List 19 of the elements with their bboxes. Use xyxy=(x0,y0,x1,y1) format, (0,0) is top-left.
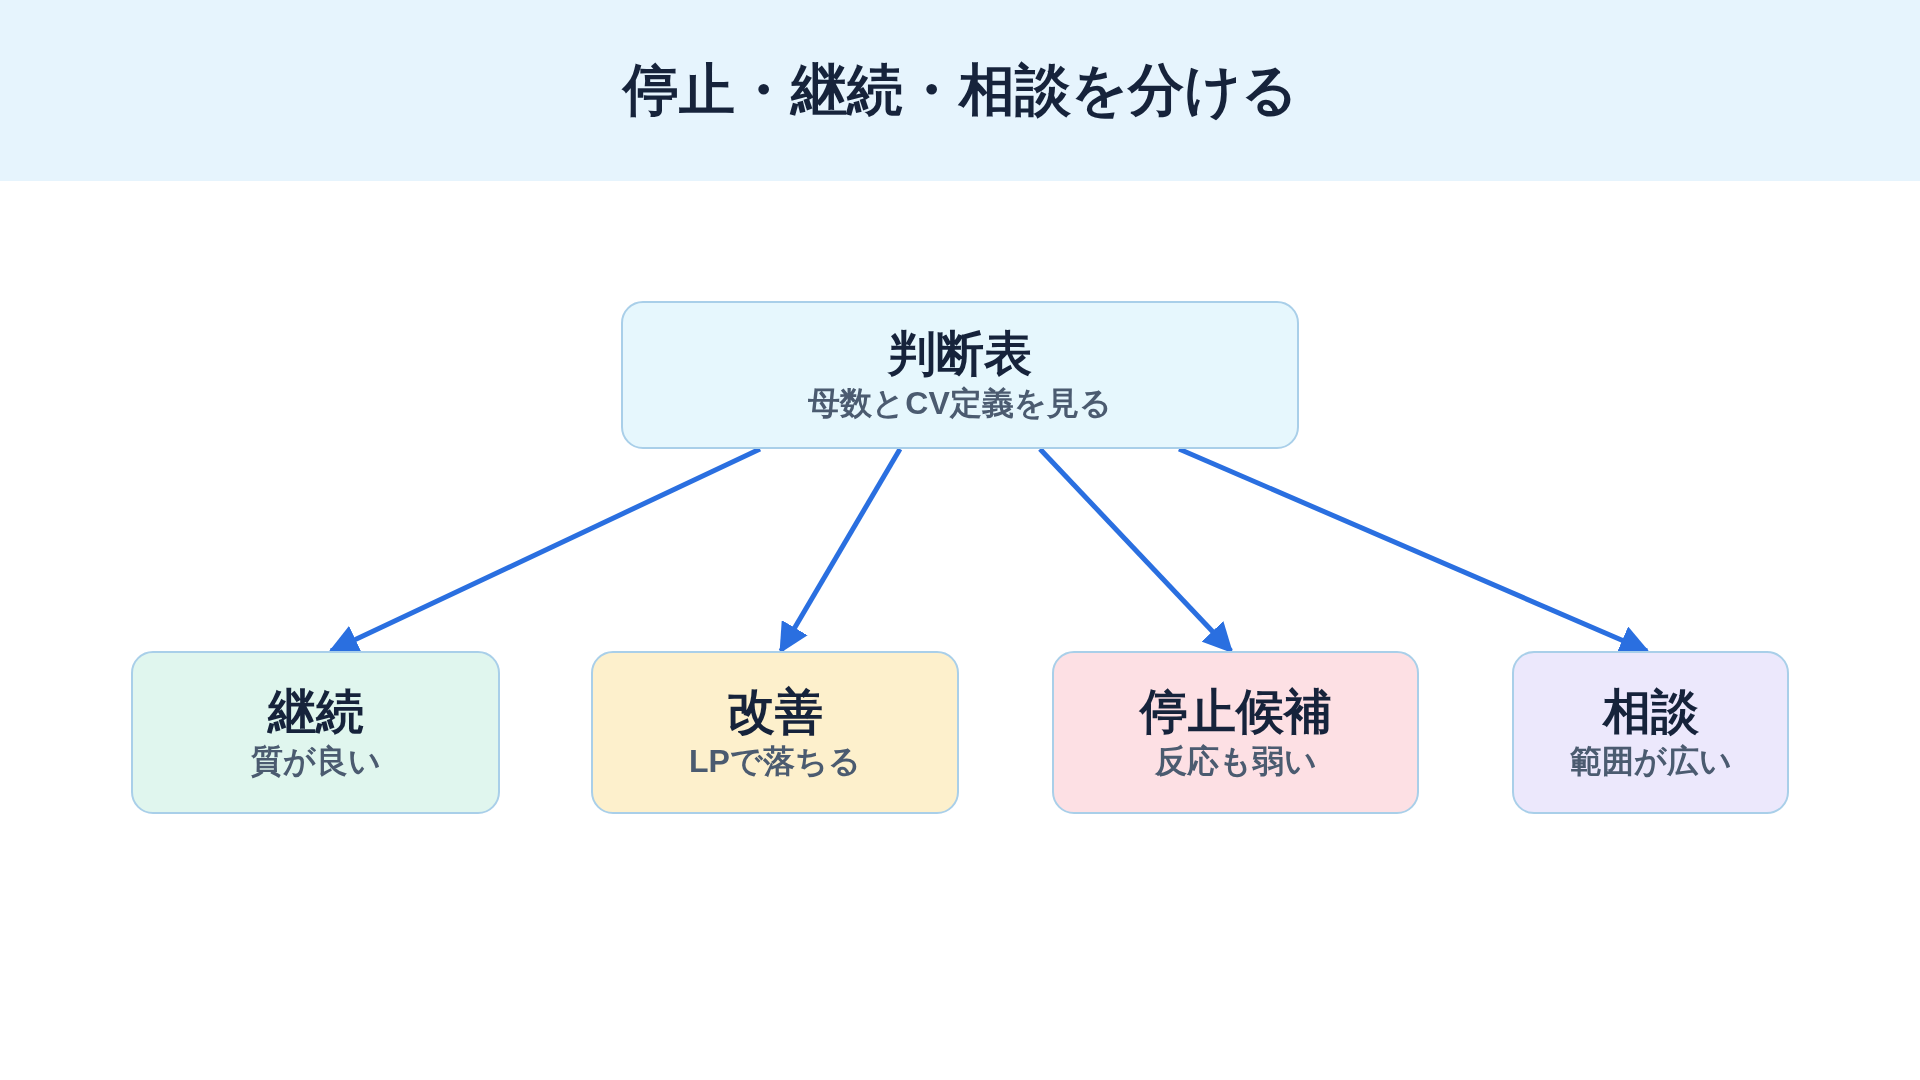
node-box xyxy=(591,651,959,814)
node-title: 相談 xyxy=(1602,683,1699,740)
node-subtitle: LPで落ちる xyxy=(689,741,861,781)
node-title: 判断表 xyxy=(888,326,1032,383)
node-title: 改善 xyxy=(727,683,823,740)
node-box xyxy=(621,301,1299,449)
node-box xyxy=(1052,651,1419,814)
node-title: 継続 xyxy=(267,683,364,740)
node-title: 停止候補 xyxy=(1139,683,1332,740)
arrow xyxy=(778,447,903,654)
node-subtitle: 質が良い xyxy=(250,741,381,781)
node-subtitle: 反応も弱い xyxy=(1154,741,1317,781)
node-box xyxy=(131,651,500,814)
arrow xyxy=(1038,447,1234,654)
node-subtitle: 母数とCV定義を見る xyxy=(808,384,1112,423)
node-subtitle: 範囲が広い xyxy=(1569,741,1732,781)
node-box xyxy=(1512,651,1789,814)
arrow xyxy=(328,446,762,654)
title: 停止・継続・相談を分ける xyxy=(622,56,1298,123)
